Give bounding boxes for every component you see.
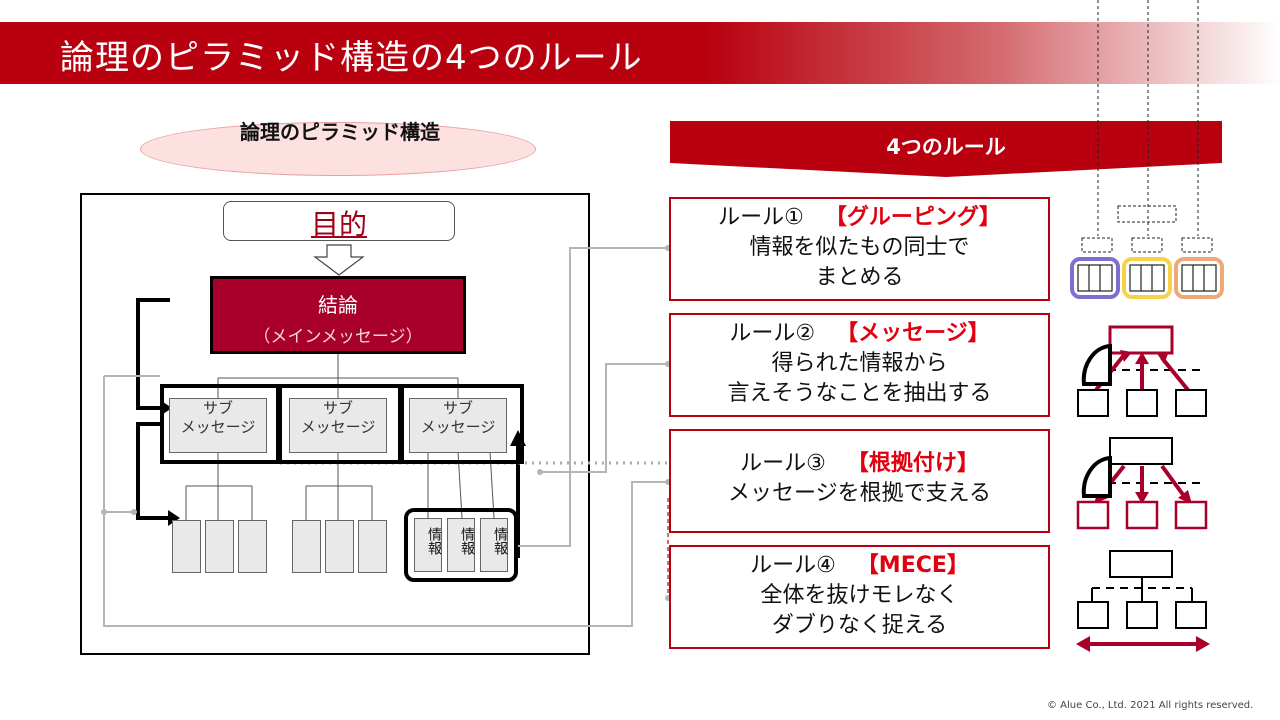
mece-top-box-icon — [1109, 550, 1173, 578]
info-group-frame — [404, 508, 518, 582]
message-box-icon — [1108, 325, 1174, 355]
info-box — [205, 520, 234, 573]
rule-card-4: ルール④ 【MECE】 全体を抜けモレなく ダブりなく捉える — [669, 545, 1050, 649]
rule-3-line1: メッセージを根拠で支える — [728, 481, 991, 506]
info-box — [172, 520, 201, 573]
sub-message-box-1: サブ メッセージ — [169, 398, 267, 453]
dashed-box — [1117, 205, 1177, 223]
pyramid-title-ellipse — [140, 122, 536, 176]
dashed-box — [1131, 237, 1163, 253]
rule-card-2: ルール② 【メッセージ】 得られた情報から 言えそうなことを抽出する — [669, 313, 1050, 417]
rule-card-1: ルール① 【グルーピング】 情報を似たもの同士で まとめる — [669, 197, 1050, 301]
sub-message-box-3: サブ メッセージ — [409, 398, 507, 453]
rule-2-line1: 得られた情報から — [771, 351, 948, 376]
rule-2-tag: 【メッセージ】 — [836, 321, 990, 346]
rule-card-3: ルール③ 【根拠付け】 メッセージを根拠で支える — [669, 429, 1050, 533]
rule-4-line1: 全体を抜けモレなく — [760, 583, 959, 608]
rule-3-label: ルール③ — [740, 451, 826, 476]
dashed-box — [1081, 237, 1113, 253]
rule-1-line1: 情報を似たもの同士で — [749, 235, 970, 260]
pyramid-title: 論理のピラミッド構造 — [240, 120, 440, 144]
sub-message-frame-3 — [400, 384, 524, 464]
rule-1-tag: 【グルーピング】 — [824, 205, 1001, 230]
rules-banner — [670, 121, 1222, 177]
conclusion-sub-label: （メインメッセージ） — [253, 327, 423, 347]
info-box — [292, 520, 321, 573]
rule-4-tag: 【MECE】 — [856, 553, 969, 578]
rule-4-label: ルール④ — [750, 553, 836, 578]
conclusion-label: 結論 — [318, 293, 358, 317]
down-arrow-icon — [313, 244, 365, 276]
conclusion-box: 結論 （メインメッセージ） — [210, 276, 466, 354]
info-box — [325, 520, 354, 573]
rule-1-line2: まとめる — [815, 265, 904, 290]
copyright: © Alue Co., Ltd. 2021 All rights reserve… — [1047, 700, 1254, 711]
info-box-labeled: 情報 — [480, 518, 508, 572]
purple-group-icon — [1070, 257, 1120, 299]
pyramid-frame — [80, 193, 590, 655]
info-box — [238, 520, 267, 573]
rule-1-label: ルール① — [718, 205, 804, 230]
info-box — [358, 520, 387, 573]
slide-title: 論理のピラミッド構造の4つのルール — [60, 38, 643, 78]
orange-group-icon — [1174, 257, 1224, 299]
rules-banner-label: 4つのルール — [886, 135, 1006, 159]
claim-box-icon — [1109, 437, 1173, 465]
rule-icons — [1070, 0, 1224, 652]
purpose-label: 目的 — [310, 208, 367, 241]
sub-message-box-2: サブ メッセージ — [289, 398, 387, 453]
rule-4-line2: ダブりなく捉える — [771, 613, 948, 638]
rule-3-tag: 【根拠付け】 — [846, 451, 979, 476]
yellow-group-icon — [1122, 257, 1172, 299]
dashed-box — [1181, 237, 1213, 253]
title-bar — [0, 22, 1280, 84]
purpose-box — [223, 201, 455, 241]
rule-2-line2: 言えそうなことを抽出する — [727, 381, 992, 406]
info-box-labeled: 情報 — [414, 518, 442, 572]
rule-2-label: ルール② — [729, 321, 816, 346]
info-box-labeled: 情報 — [447, 518, 475, 572]
